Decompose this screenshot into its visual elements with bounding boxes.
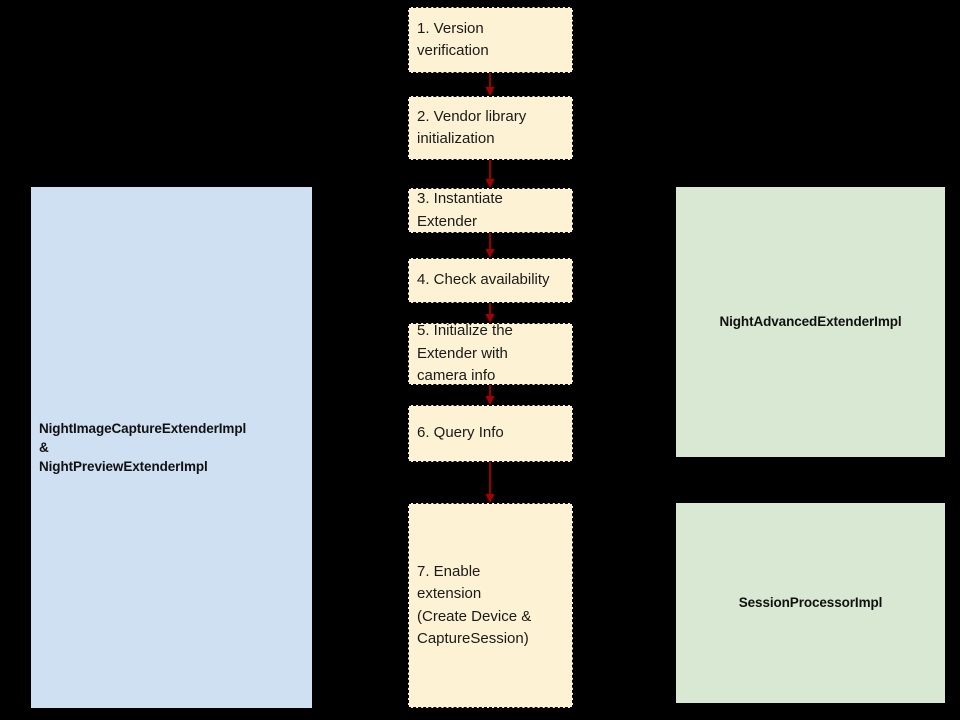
step-box-enable-extension-label: 7. Enable extension (Create Device & Cap…: [417, 562, 532, 648]
step-box-enable-extension[interactable]: 7. Enable extension (Create Device & Cap…: [408, 503, 573, 708]
group-night-advanced-extender-label: NightAdvancedExtenderImpl: [719, 314, 902, 330]
step-box-query-info-label: 6. Query Info: [417, 424, 504, 442]
group-night-basic-extender[interactable]: NightImageCaptureExtenderImpl & NightPre…: [31, 187, 312, 708]
step-box-initialize-extender-label: 5. Initialize the Extender with camera i…: [417, 322, 513, 385]
step-box-check-availability-label: 4. Check availability: [417, 271, 550, 289]
arrow-3-4-arrowhead: [485, 249, 495, 258]
step-box-version-verification[interactable]: 1. Version verification: [408, 7, 573, 73]
step-box-query-info[interactable]: 6. Query Info: [408, 405, 573, 462]
step-box-vendor-library-initialization-label: 2. Vendor library initialization: [417, 107, 527, 148]
arrow-6-7-arrowhead: [485, 494, 495, 503]
group-session-processor-label: SessionProcessorImpl: [738, 595, 883, 611]
step-box-version-verification-label: 1. Version verification: [417, 19, 489, 60]
group-night-advanced-extender[interactable]: NightAdvancedExtenderImpl: [676, 187, 945, 457]
step-box-instantiate-extender[interactable]: 3. Instantiate Extender: [408, 188, 573, 233]
step-box-vendor-library-initialization[interactable]: 2. Vendor library initialization: [408, 96, 573, 160]
step-box-check-availability[interactable]: 4. Check availability: [408, 258, 573, 303]
group-night-basic-extender-label: NightImageCaptureExtenderImpl & NightPre…: [39, 420, 247, 475]
arrow-1-2-arrowhead: [485, 87, 495, 96]
step-box-initialize-extender[interactable]: 5. Initialize the Extender with camera i…: [408, 322, 573, 385]
arrow-2-3-arrowhead: [485, 179, 495, 188]
group-session-processor[interactable]: SessionProcessorImpl: [676, 503, 945, 703]
arrow-5-6-arrowhead: [485, 396, 495, 405]
step-box-instantiate-extender-label: 3. Instantiate Extender: [417, 190, 503, 230]
